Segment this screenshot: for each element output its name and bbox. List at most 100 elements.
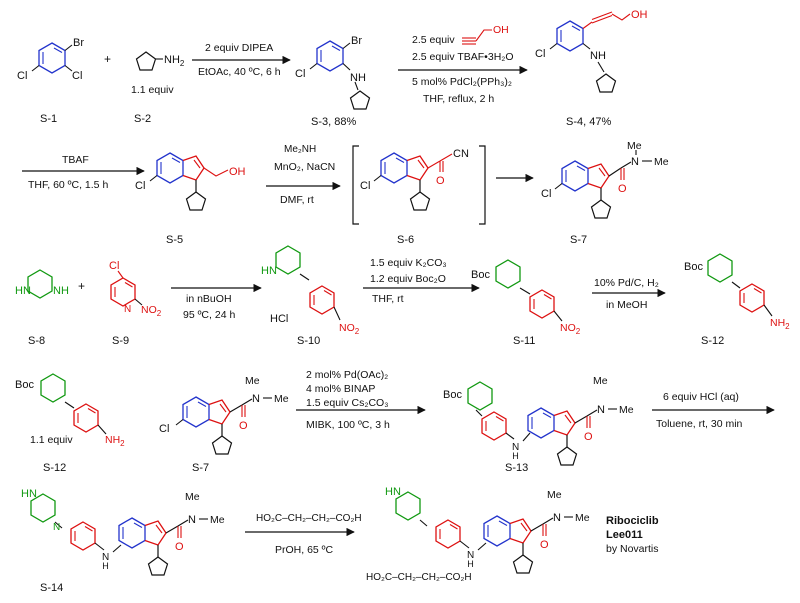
step6-reagent: 1.2 equiv Boc₂O: [370, 273, 446, 285]
atom-nh: NH: [350, 72, 366, 84]
step4-condition: DMF, rt: [280, 194, 314, 206]
atom-n: N: [553, 512, 561, 524]
methyl-group: Me: [547, 489, 562, 501]
compound-label-s7b: S-7: [192, 462, 209, 474]
step2-catalyst: 5 mol% PdCl₂(PPh₃)₂: [412, 76, 512, 88]
structure-s7: Cl O N Me Me: [541, 140, 669, 218]
step6-base: 1.5 equiv K₂CO₃: [370, 257, 447, 269]
atom-n: N: [188, 514, 196, 526]
nitro-group: NO2: [560, 322, 581, 336]
structure-s10: HN NO2: [261, 245, 360, 336]
step8-base: 1.5 equiv Cs₂CO₃: [306, 397, 388, 409]
structure-s4: OH Cl NH: [535, 9, 648, 93]
step2-equiv: 2.5 equiv: [412, 34, 455, 46]
structure-s6: Cl O CN: [360, 148, 469, 210]
methyl-group: Me: [210, 514, 225, 526]
step9-reagent: 6 equiv HCl (aq): [663, 391, 739, 403]
boc-group: Boc: [684, 261, 703, 273]
atom-o: O: [540, 539, 549, 551]
nitro-group: NO2: [339, 322, 360, 336]
atom-hn: HN: [385, 486, 401, 498]
methyl-group: Me: [627, 140, 642, 152]
compound-label-s12: S-12: [701, 335, 724, 347]
atom-n: N: [252, 393, 260, 405]
atom-n: N: [124, 304, 131, 315]
step4-reagent: Me₂NH: [284, 144, 316, 155]
methyl-group: Me: [245, 375, 260, 387]
boc-group: Boc: [15, 379, 34, 391]
step7-catalyst: 10% Pd/C, H₂: [594, 277, 659, 289]
atom-o: O: [584, 431, 593, 443]
atom-nh2: NH2: [164, 54, 185, 68]
structure-s12-reagent: Boc NH2: [15, 373, 125, 448]
compound-label-s11: S-11: [513, 335, 535, 347]
methyl-group: Me: [274, 393, 289, 405]
atom-o: O: [436, 175, 445, 187]
bracket-left: [352, 145, 359, 225]
step8-condition: MIBK, 100 ºC, 3 h: [306, 419, 390, 431]
product-code: Lee011: [606, 529, 643, 541]
nitro-group: NO2: [141, 304, 162, 318]
atom-cl: Cl: [360, 180, 370, 192]
atom-o: O: [175, 541, 184, 553]
compound-label-s7: S-7: [570, 234, 587, 246]
compound-label-s14: S-14: [40, 582, 63, 594]
step10-condition: PrOH, 65 ºC: [275, 544, 334, 556]
atom-n: N: [597, 404, 605, 416]
atom-cn: CN: [453, 148, 469, 160]
atom-cl: Cl: [535, 48, 545, 60]
step9-condition: Toluene, rt, 30 min: [656, 418, 743, 430]
compound-label-s10: S-10: [297, 335, 320, 347]
plus-sign: +: [104, 52, 111, 66]
atom-o: O: [618, 183, 627, 195]
propargyl-alcohol-structure: OH: [462, 24, 509, 45]
hcl-salt: HCl: [270, 313, 288, 325]
step8-ligand: 4 mol% BINAP: [306, 383, 375, 395]
compound-label-s3: S-3, 88%: [311, 116, 356, 128]
bracket-right: [479, 145, 486, 225]
compound-label-s13: S-13: [505, 462, 528, 474]
step1-reagent: 2 equiv DIPEA: [205, 42, 273, 54]
structure-s2: NH2: [135, 51, 185, 71]
methyl-group: Me: [619, 404, 634, 416]
methyl-group: Me: [575, 512, 590, 524]
step2-reagent: 2.5 equiv TBAF•3H₂O: [412, 51, 514, 63]
structure-s9: Cl N NO2: [109, 260, 162, 318]
atom-cl: Cl: [135, 180, 145, 192]
compound-label-s12b: S-12: [43, 462, 66, 474]
atom-hn: HN: [261, 265, 277, 277]
compound-label-s6: S-6: [397, 234, 414, 246]
methyl-group: Me: [654, 156, 669, 168]
amine-group: NH2: [770, 317, 790, 331]
atom-br: Br: [351, 35, 362, 47]
atom-nh: NH: [53, 285, 69, 297]
equiv-s2: 1.1 equiv: [131, 84, 174, 96]
methyl-group: Me: [185, 491, 200, 503]
compound-label-s9: S-9: [112, 335, 129, 347]
structure-s3: Br Cl NH: [295, 35, 371, 110]
compound-label-s4: S-4, 47%: [566, 116, 611, 128]
atom-br: Br: [73, 37, 84, 49]
amine-group: NH2: [105, 434, 125, 448]
structure-s11: Boc NO2: [471, 259, 581, 336]
plus-sign: +: [78, 279, 85, 293]
equiv-s12: 1.1 equiv: [30, 434, 73, 446]
step3-condition: THF, 60 ºC, 1.5 h: [28, 179, 108, 191]
atom-oh: OH: [229, 166, 246, 178]
structure-s1: Br Cl Cl: [17, 37, 84, 82]
boc-group: Boc: [471, 269, 490, 281]
product-company: by Novartis: [606, 543, 659, 555]
atom-cl: Cl: [109, 260, 119, 272]
atom-cl: Cl: [17, 70, 27, 82]
structure-s7-reagent: Cl O N Me Me: [159, 375, 289, 454]
step5-solvent: in nBuOH: [186, 293, 232, 305]
atom-oh: OH: [493, 24, 509, 36]
boc-group: Boc: [443, 389, 462, 401]
structure-s8: HN NH: [15, 269, 69, 299]
